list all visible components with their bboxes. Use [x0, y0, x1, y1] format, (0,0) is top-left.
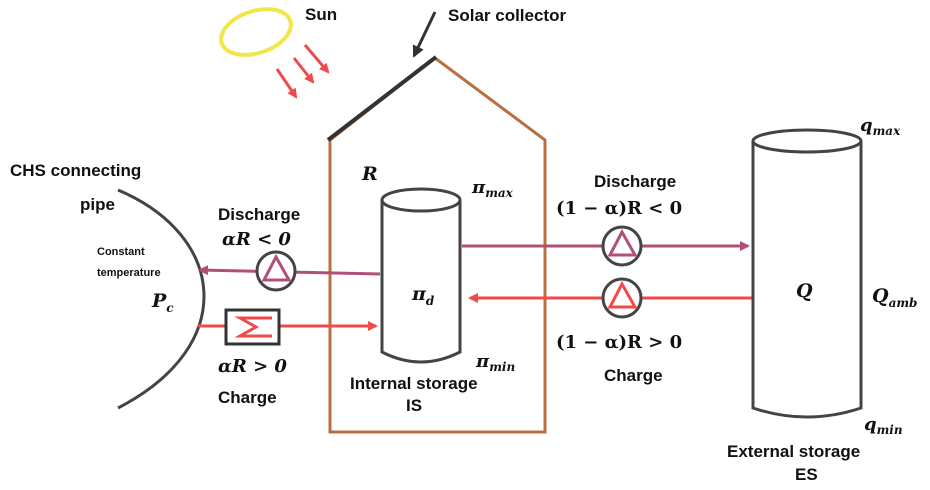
sun-rays: [275, 44, 330, 99]
external-storage-tank: [751, 128, 863, 419]
sun-ray: [303, 44, 330, 74]
external-storage-label-line2: ES: [795, 465, 818, 484]
discharge-left-label: Discharge: [218, 205, 300, 224]
q-label: Q: [796, 280, 813, 302]
pi-min-label: πmin: [475, 351, 515, 374]
one-minus-alpha-positive-label: (1 − α)R > 0: [556, 332, 682, 353]
external-storage-label-line1: External storage: [727, 442, 860, 461]
chs-label-line1: CHS connecting: [10, 161, 141, 180]
sun-label: Sun: [305, 5, 337, 24]
constant-temperature-line2: temperature: [97, 267, 161, 279]
solar-collector-panel: [326, 55, 438, 142]
r-label: R: [361, 163, 378, 185]
q-amb-label: Qamb: [872, 285, 917, 310]
q-max-label: qmax: [860, 115, 901, 138]
pi-max-label: πmax: [471, 177, 514, 200]
pump-right-top-icon: [601, 225, 643, 267]
sun-ray: [275, 68, 298, 99]
alpha-r-negative-label: αR < 0: [222, 229, 291, 250]
constant-temperature-line1: Constant: [97, 246, 145, 258]
pc-symbol: Pc: [151, 290, 174, 315]
collector-pointer-arrow: [412, 11, 437, 58]
internal-storage-label-line1: Internal storage: [350, 374, 478, 393]
internal-storage-label-line2: IS: [406, 396, 422, 415]
q-min-label: qmin: [864, 414, 903, 437]
charge-left-label: Charge: [218, 388, 277, 407]
pump-left-icon: [255, 250, 297, 292]
chs-label-line2: pipe: [80, 195, 115, 214]
chs-pipe-arc: [117, 188, 206, 410]
heat-exchanger-icon: [224, 308, 281, 346]
discharge-right-label: Discharge: [594, 172, 676, 191]
one-minus-alpha-negative-label: (1 − α)R < 0: [556, 198, 682, 219]
solar-collector-label: Solar collector: [448, 6, 566, 25]
charge-right-label: Charge: [604, 366, 663, 385]
pump-right-bottom-icon: [601, 277, 643, 319]
sun-icon: [219, 7, 293, 57]
alpha-r-positive-label: αR > 0: [218, 356, 287, 377]
pi-d-label: πd: [411, 283, 435, 308]
sun-ray: [292, 57, 315, 84]
internal-storage-tank: [380, 187, 462, 364]
